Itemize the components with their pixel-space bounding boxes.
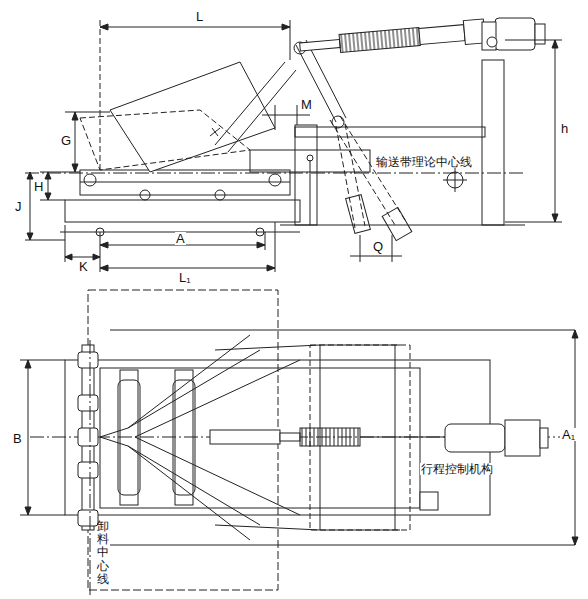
dimension-label: K xyxy=(78,260,89,273)
dimension-label: L xyxy=(195,10,204,23)
dimension-label: h xyxy=(560,122,569,135)
dimension-label: A xyxy=(175,232,186,245)
dimension-label: M xyxy=(300,98,313,111)
dimension-label: 卸料中心线 xyxy=(96,520,110,586)
dimension-label: Q xyxy=(372,240,384,253)
dimension-label: B xyxy=(12,432,23,445)
dimension-label: L₁ xyxy=(178,271,192,284)
dimension-label: 输送带理论中心线 xyxy=(375,156,473,168)
dimension-label: A₁ xyxy=(561,428,576,441)
dimension-label: 行程控制机构 xyxy=(420,463,494,475)
dimension-label: G xyxy=(60,134,72,147)
dimension-label: H xyxy=(33,180,44,193)
dimension-label: J xyxy=(14,200,23,213)
